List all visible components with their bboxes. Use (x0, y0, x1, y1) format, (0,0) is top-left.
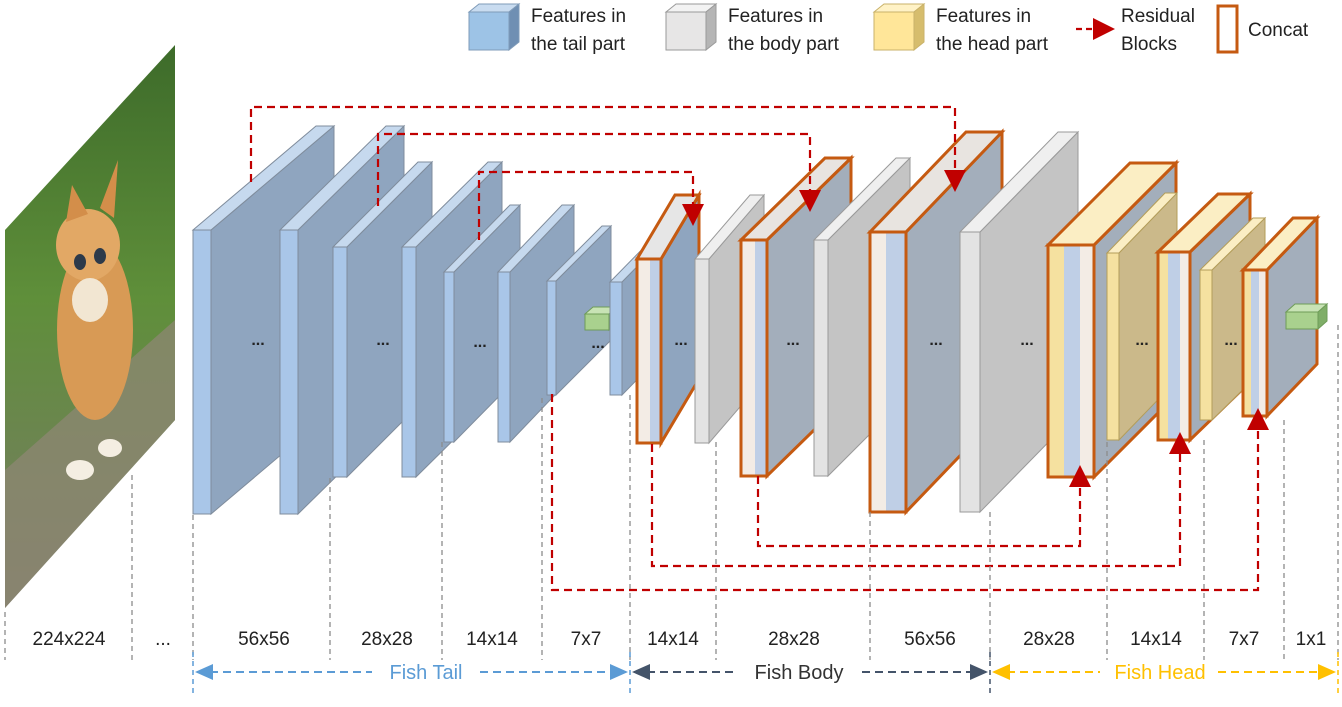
head-28-dots: ... (1135, 332, 1148, 349)
legend-residual-label-2: Blocks (1121, 34, 1177, 55)
tail-56-dots: ... (251, 332, 264, 349)
tail-7-dots: ... (591, 335, 604, 352)
tail-14-dots: ... (473, 334, 486, 351)
legend-head-label-1: Features in (936, 6, 1031, 27)
res-label-224: 224x224 (33, 629, 106, 650)
body-56b-dots: ... (1020, 332, 1033, 349)
residual-arrow-14-to-14 (477, 170, 704, 240)
res-label-head-1: 1x1 (1296, 629, 1327, 650)
fish-head-label: Fish Head (1114, 662, 1205, 684)
legend-tail-label-2: the tail part (531, 34, 626, 55)
legend-body-label-2: the body part (728, 34, 840, 55)
legend: Features in the tail part Features in th… (467, 2, 1309, 55)
legend-body-cube-icon (664, 2, 718, 52)
feature-maps: .............................. (191, 124, 1329, 516)
res-label-head-28: 28x28 (1023, 629, 1075, 650)
legend-body-label-1: Features in (728, 6, 823, 27)
fish-tail-label: Fish Tail (390, 662, 463, 684)
kitten-figure (57, 240, 133, 420)
res-label-body-56: 56x56 (904, 629, 956, 650)
legend-tail-label-1: Features in (531, 6, 626, 27)
legend-head-label-2: the head part (936, 34, 1049, 55)
res-label-body-28: 28x28 (768, 629, 820, 650)
res-label-head-7: 7x7 (1229, 629, 1260, 650)
residual-arrow-28-to-28 (376, 132, 821, 212)
head-fc-block (1284, 302, 1329, 331)
tail-28-dots: ... (376, 332, 389, 349)
res-label-tail-28: 28x28 (361, 629, 413, 650)
legend-tail-cube-icon (467, 2, 521, 52)
legend-residual-label-1: Residual (1121, 6, 1195, 27)
legend-head-cube-icon (872, 2, 926, 52)
res-label-tail-7: 7x7 (571, 629, 602, 650)
legend-concat-box-icon (1216, 4, 1239, 54)
resolution-labels: 224x224 ... 56x56 28x28 14x14 7x7 14x14 … (33, 629, 1327, 650)
section-spans: Fish Tail Fish Body Fish Head (192, 652, 1339, 697)
input-image (5, 45, 175, 608)
body-14-concat (634, 189, 702, 449)
res-label-head-14: 14x14 (1130, 629, 1182, 650)
body-14-dots: ... (674, 332, 687, 349)
body-28-dots: ... (786, 332, 799, 349)
legend-concat-label: Concat (1248, 20, 1309, 41)
res-label-ellipsis: ... (155, 629, 171, 650)
body-56-dots: ... (929, 332, 942, 349)
res-label-tail-56: 56x56 (238, 629, 290, 650)
residual-connections (249, 105, 1269, 592)
column-separators (4, 325, 1339, 660)
res-label-tail-14: 14x14 (466, 629, 518, 650)
residual-arrow-7-to-7h (550, 394, 1269, 592)
fish-body-label: Fish Body (755, 662, 844, 684)
tail-7 (545, 224, 613, 397)
head-14-dots: ... (1224, 332, 1237, 349)
res-label-body-14: 14x14 (647, 629, 699, 650)
